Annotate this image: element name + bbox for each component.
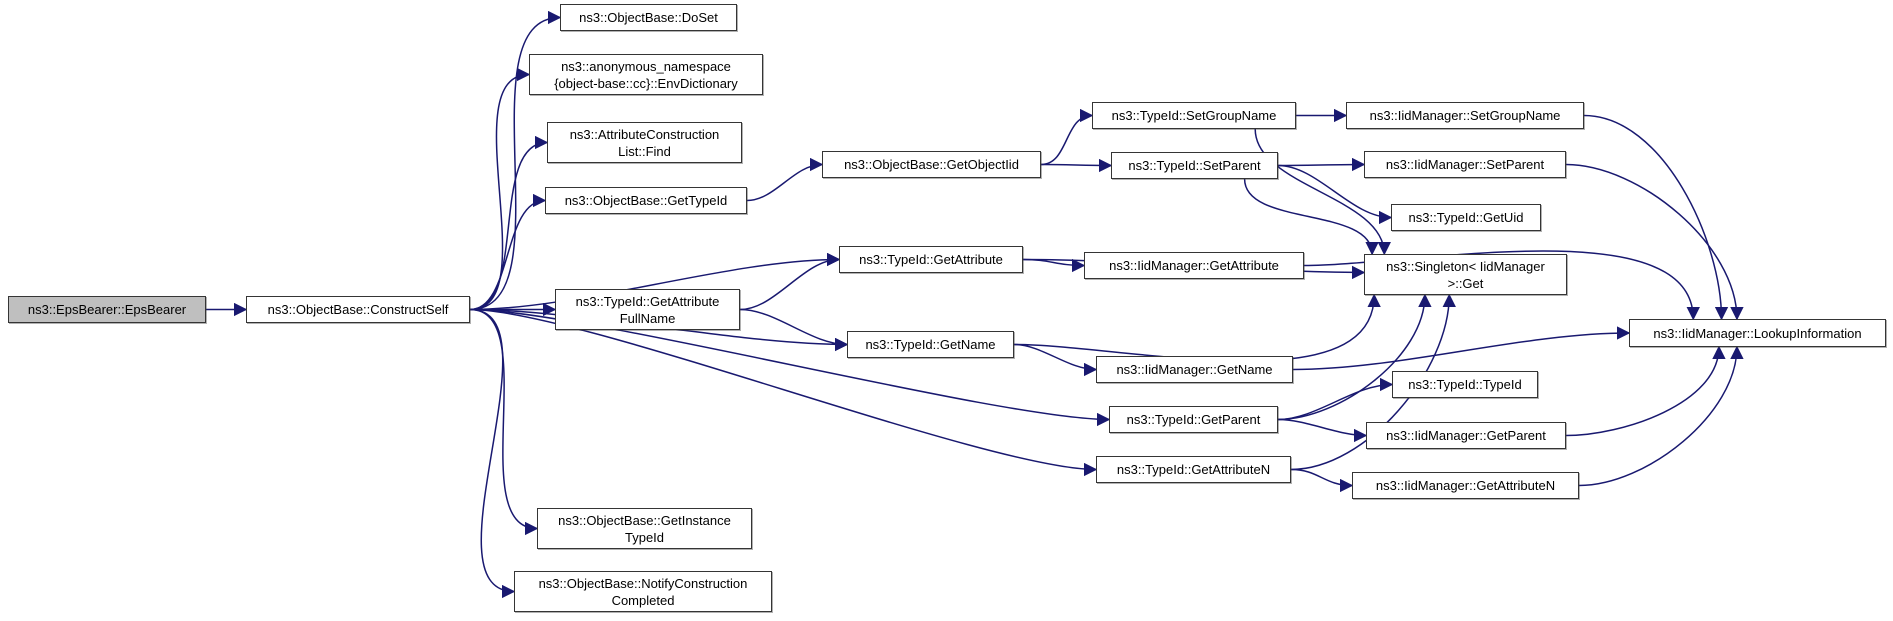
call-edge-setgroupname-to-singleton-get [1254, 128, 1392, 256]
graph-node-getattributen[interactable]: ns3::TypeId::GetAttributeN [1096, 456, 1291, 483]
graph-node-label: Completed [611, 592, 675, 608]
call-edge-iid-getattribute-to-lookup [1303, 250, 1700, 321]
call-edge-setparent-to-singleton-get [1243, 178, 1379, 256]
call-edge-iid-setgroupname-to-lookup [1583, 114, 1729, 321]
graph-node-lookup[interactable]: ns3::IidManager::LookupInformation [1629, 319, 1886, 347]
call-edge-constructself-to-getinstance [469, 308, 539, 536]
graph-node-label: ns3::EpsBearer::EpsBearer [27, 302, 187, 317]
graph-node-label: ns3::IidManager::SetGroupName [1369, 108, 1561, 123]
graph-node-constructself[interactable]: ns3::ObjectBase::ConstructSelf [246, 296, 470, 323]
graph-node-label: List::Find [618, 143, 671, 159]
graph-node-typeid-typeid[interactable]: ns3::TypeId::TypeId [1392, 371, 1538, 398]
call-edge-getattributen-to-singleton-get [1290, 293, 1456, 471]
graph-node-label: ns3::ObjectBase::GetTypeId [564, 193, 728, 208]
graph-node-label: ns3::IidManager::LookupInformation [1653, 325, 1862, 341]
graph-node-iid-getparent[interactable]: ns3::IidManager::GetParent [1366, 422, 1566, 449]
call-edge-constructself-to-envdict [469, 67, 531, 311]
graph-node-label: ns3::TypeId::SetGroupName [1111, 108, 1277, 123]
graph-node-getname[interactable]: ns3::TypeId::GetName [847, 331, 1014, 358]
call-edge-getobjectiid-to-setparent [1040, 158, 1113, 173]
graph-node-label: ns3::TypeId::GetAttribute [859, 252, 1003, 267]
call-edge-getparent-to-singleton-get [1277, 293, 1432, 421]
call-edge-constructself-to-getattributen [469, 308, 1098, 477]
graph-node-iid-setgroupname[interactable]: ns3::IidManager::SetGroupName [1346, 102, 1584, 129]
graph-node-label: ns3::anonymous_namespace [561, 58, 731, 74]
graph-node-label: ns3::TypeId::GetUid [1408, 210, 1524, 225]
graph-node-getparent[interactable]: ns3::TypeId::GetParent [1109, 406, 1278, 433]
call-edge-getobjectiid-to-setgroupname [1040, 108, 1094, 166]
graph-node-label: {object-base::cc}::EnvDictionary [554, 75, 738, 91]
graph-node-label: ns3::TypeId::GetAttribute [575, 293, 720, 309]
call-edge-obgettypeid-to-getobjectiid [746, 157, 824, 202]
call-edge-getattrfullname-to-getname [739, 308, 849, 352]
call-edge-setparent-to-getuid [1277, 164, 1393, 225]
graph-node-iid-getattribute[interactable]: ns3::IidManager::GetAttribute [1084, 252, 1304, 279]
graph-node-obgettypeid[interactable]: ns3::ObjectBase::GetTypeId [545, 187, 747, 214]
graph-node-getuid[interactable]: ns3::TypeId::GetUid [1391, 204, 1541, 231]
call-edge-getattrfullname-to-getattribute [739, 252, 841, 311]
graph-node-label: ns3::IidManager::GetAttributeN [1375, 478, 1556, 493]
graph-node-setparent[interactable]: ns3::TypeId::SetParent [1111, 152, 1278, 179]
graph-node-label: ns3::ObjectBase::ConstructSelf [267, 302, 449, 317]
call-edge-constructself-to-getattribute [469, 252, 841, 311]
graph-node-label: ns3::Singleton< IidManager [1386, 258, 1545, 274]
call-edge-constructself-to-obgettypeid [469, 193, 547, 311]
graph-node-label: ns3::TypeId::GetParent [1126, 412, 1261, 427]
graph-node-label: >::Get [1447, 275, 1484, 291]
graph-node-label: ns3::IidManager::GetParent [1386, 428, 1546, 443]
graph-node-iid-setparent[interactable]: ns3::IidManager::SetParent [1364, 151, 1566, 178]
graph-node-setgroupname[interactable]: ns3::TypeId::SetGroupName [1092, 102, 1296, 129]
call-edge-getparent-to-iid-getparent [1277, 418, 1368, 443]
call-edge-constructself-to-getparent [469, 308, 1111, 427]
call-edge-setparent-to-iid-setparent [1277, 157, 1366, 172]
graph-node-getattribute[interactable]: ns3::TypeId::GetAttribute [839, 246, 1023, 273]
graph-node-label: ns3::TypeId::GetAttributeN [1116, 462, 1271, 477]
graph-node-label: ns3::ObjectBase::NotifyConstruction [538, 575, 748, 591]
graph-node-label: ns3::TypeId::TypeId [1408, 377, 1522, 392]
graph-node-label: ns3::IidManager::SetParent [1385, 157, 1545, 172]
graph-node-label: TypeId [624, 529, 665, 545]
edge-group [206, 10, 1744, 599]
graph-node-iid-getattributen[interactable]: ns3::IidManager::GetAttributeN [1352, 472, 1579, 499]
call-edge-constructself-to-notify [469, 308, 516, 599]
graph-node-label: ns3::IidManager::GetAttribute [1109, 258, 1279, 273]
graph-node-label: ns3::TypeId::SetParent [1128, 158, 1261, 173]
graph-node-label: ns3::IidManager::GetName [1116, 362, 1273, 377]
call-edge-iid-getattributen-to-lookup [1578, 345, 1744, 487]
graph-node-getobjectiid[interactable]: ns3::ObjectBase::GetObjectIid [822, 151, 1041, 178]
graph-node-doset[interactable]: ns3::ObjectBase::DoSet [560, 4, 737, 31]
graph-node-label: ns3::ObjectBase::DoSet [579, 10, 718, 25]
call-edge-iid-getname-to-lookup [1292, 326, 1631, 371]
graph-node-eps[interactable]: ns3::EpsBearer::EpsBearer [8, 296, 206, 323]
graph-node-label: ns3::ObjectBase::GetObjectIid [844, 157, 1019, 172]
call-edge-iid-getparent-to-lookup [1565, 345, 1726, 437]
graph-node-label: ns3::AttributeConstruction [569, 126, 720, 142]
call-edge-constructself-to-doset [469, 10, 562, 311]
graph-node-label: FullName [619, 310, 676, 326]
graph-node-envdict[interactable]: ns3::anonymous_namespace{object-base::cc… [529, 54, 763, 95]
graph-node-iid-getname[interactable]: ns3::IidManager::GetName [1096, 356, 1293, 383]
graph-node-singleton-get[interactable]: ns3::Singleton< IidManager>::Get [1364, 254, 1567, 295]
graph-node-label: ns3::ObjectBase::GetInstance [558, 512, 731, 528]
graph-node-label: ns3::TypeId::GetName [865, 337, 996, 352]
call-edge-iid-setparent-to-lookup [1565, 163, 1744, 321]
